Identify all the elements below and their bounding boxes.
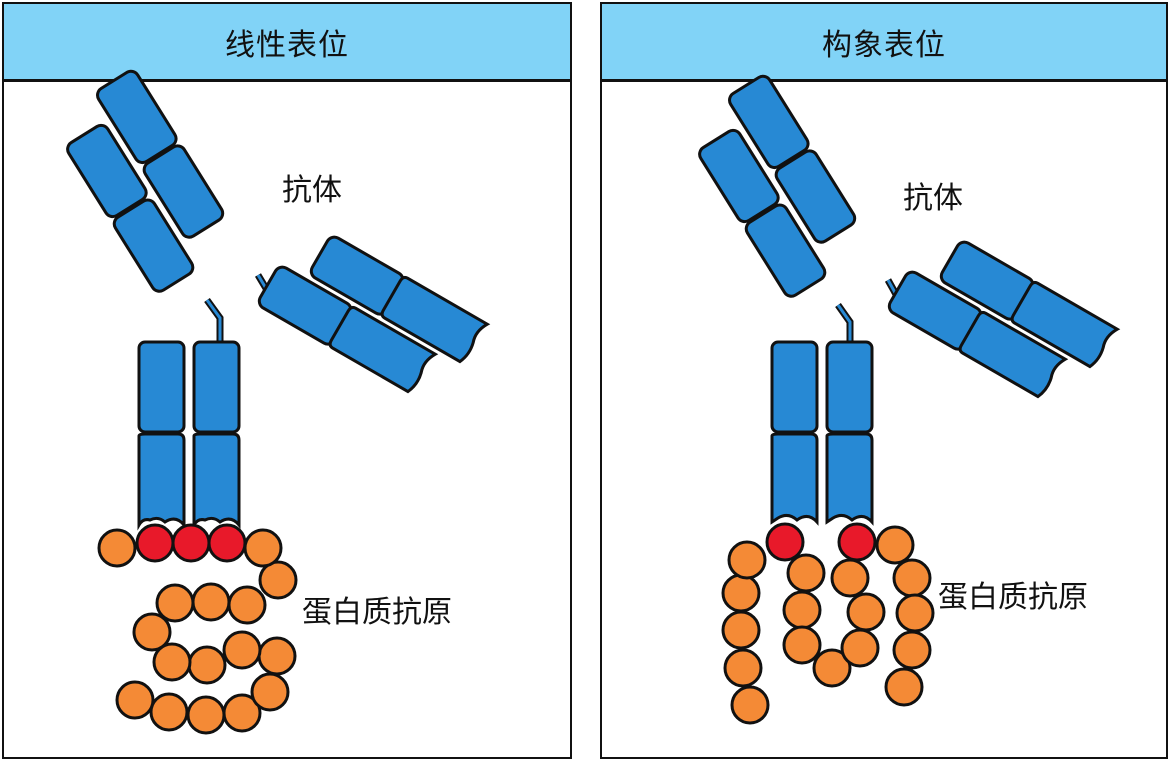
antigen-residue xyxy=(152,642,192,682)
domain xyxy=(825,340,874,434)
hinge-left-inner xyxy=(836,304,852,345)
hinge-left-inner xyxy=(205,299,222,345)
epitope-residue xyxy=(837,522,877,562)
conformational-epitope-panel: 构象表位 xyxy=(600,2,1168,759)
epitope-residue xyxy=(135,523,175,563)
antigen-residue xyxy=(846,592,886,632)
antigen-residue xyxy=(191,582,231,622)
antigen-residue xyxy=(227,585,267,625)
panel-title: 构象表位 xyxy=(602,4,1166,82)
antigen-residue xyxy=(730,685,770,725)
fab-arm-right xyxy=(257,235,491,394)
antigen-label: 蛋白质抗原 xyxy=(302,595,452,630)
domain xyxy=(142,144,225,239)
antigen-residue xyxy=(875,525,915,565)
domain-tip xyxy=(380,275,491,364)
antigen-residue xyxy=(222,693,262,733)
antigen-residue xyxy=(884,667,924,707)
antigen-residue xyxy=(892,630,932,670)
antigen-residue xyxy=(97,528,137,568)
fab-arm-left xyxy=(698,74,857,298)
antibody xyxy=(698,74,1121,526)
panel-title: 线性表位 xyxy=(4,4,570,82)
domain-tip xyxy=(328,305,439,394)
antigen-residue xyxy=(155,583,195,623)
antigen-residue xyxy=(222,630,262,670)
antigen-residue xyxy=(840,628,880,668)
antigen-residue xyxy=(895,593,935,633)
antigen-residue xyxy=(727,540,767,580)
antigen-residue xyxy=(786,553,826,593)
antigen-residue xyxy=(257,636,297,676)
domain xyxy=(137,340,186,434)
antigen-residue xyxy=(243,528,283,568)
domain xyxy=(96,69,178,165)
antigen-residue xyxy=(258,560,298,600)
epitope-residue xyxy=(765,522,805,562)
fab-arm-right xyxy=(887,240,1121,399)
antigen-residue xyxy=(812,648,852,688)
antigen-residue xyxy=(723,648,763,688)
domain-bottom xyxy=(137,432,186,531)
domain xyxy=(112,198,195,293)
antigen-residue xyxy=(721,610,761,650)
antigen-residue xyxy=(186,695,226,735)
antigen-residue xyxy=(149,692,189,732)
domain-bottom xyxy=(825,432,874,526)
antigen-residue xyxy=(115,680,155,720)
domain xyxy=(744,203,827,298)
protein-antigen-conformational xyxy=(721,522,935,725)
antibody-label: 抗体 xyxy=(282,173,342,208)
antigen-residue xyxy=(187,645,227,685)
domain xyxy=(192,340,241,434)
domain-bottom xyxy=(770,432,819,526)
domain xyxy=(770,340,819,434)
antigen-residue xyxy=(830,558,870,598)
antigen-residue xyxy=(132,612,172,652)
fab-arm-left xyxy=(66,69,225,293)
antigen-residue xyxy=(782,625,822,665)
antibody-label: 抗体 xyxy=(903,181,963,216)
epitope-residue xyxy=(207,523,247,563)
domain-tip xyxy=(958,310,1069,399)
antibody xyxy=(66,69,491,531)
domain xyxy=(774,149,857,244)
antigen-residue xyxy=(721,573,761,613)
domain xyxy=(728,74,810,170)
antigen-residue xyxy=(782,590,822,630)
epitope-residue xyxy=(171,523,211,563)
protein-antigen-linear xyxy=(97,523,298,735)
antigen-label: 蛋白质抗原 xyxy=(938,580,1088,615)
domain-bottom xyxy=(192,432,241,531)
domain xyxy=(66,123,148,219)
domain-tip xyxy=(1010,280,1121,369)
antigen-residue xyxy=(250,672,290,712)
antigen-residue xyxy=(892,558,932,598)
domain xyxy=(698,128,780,224)
